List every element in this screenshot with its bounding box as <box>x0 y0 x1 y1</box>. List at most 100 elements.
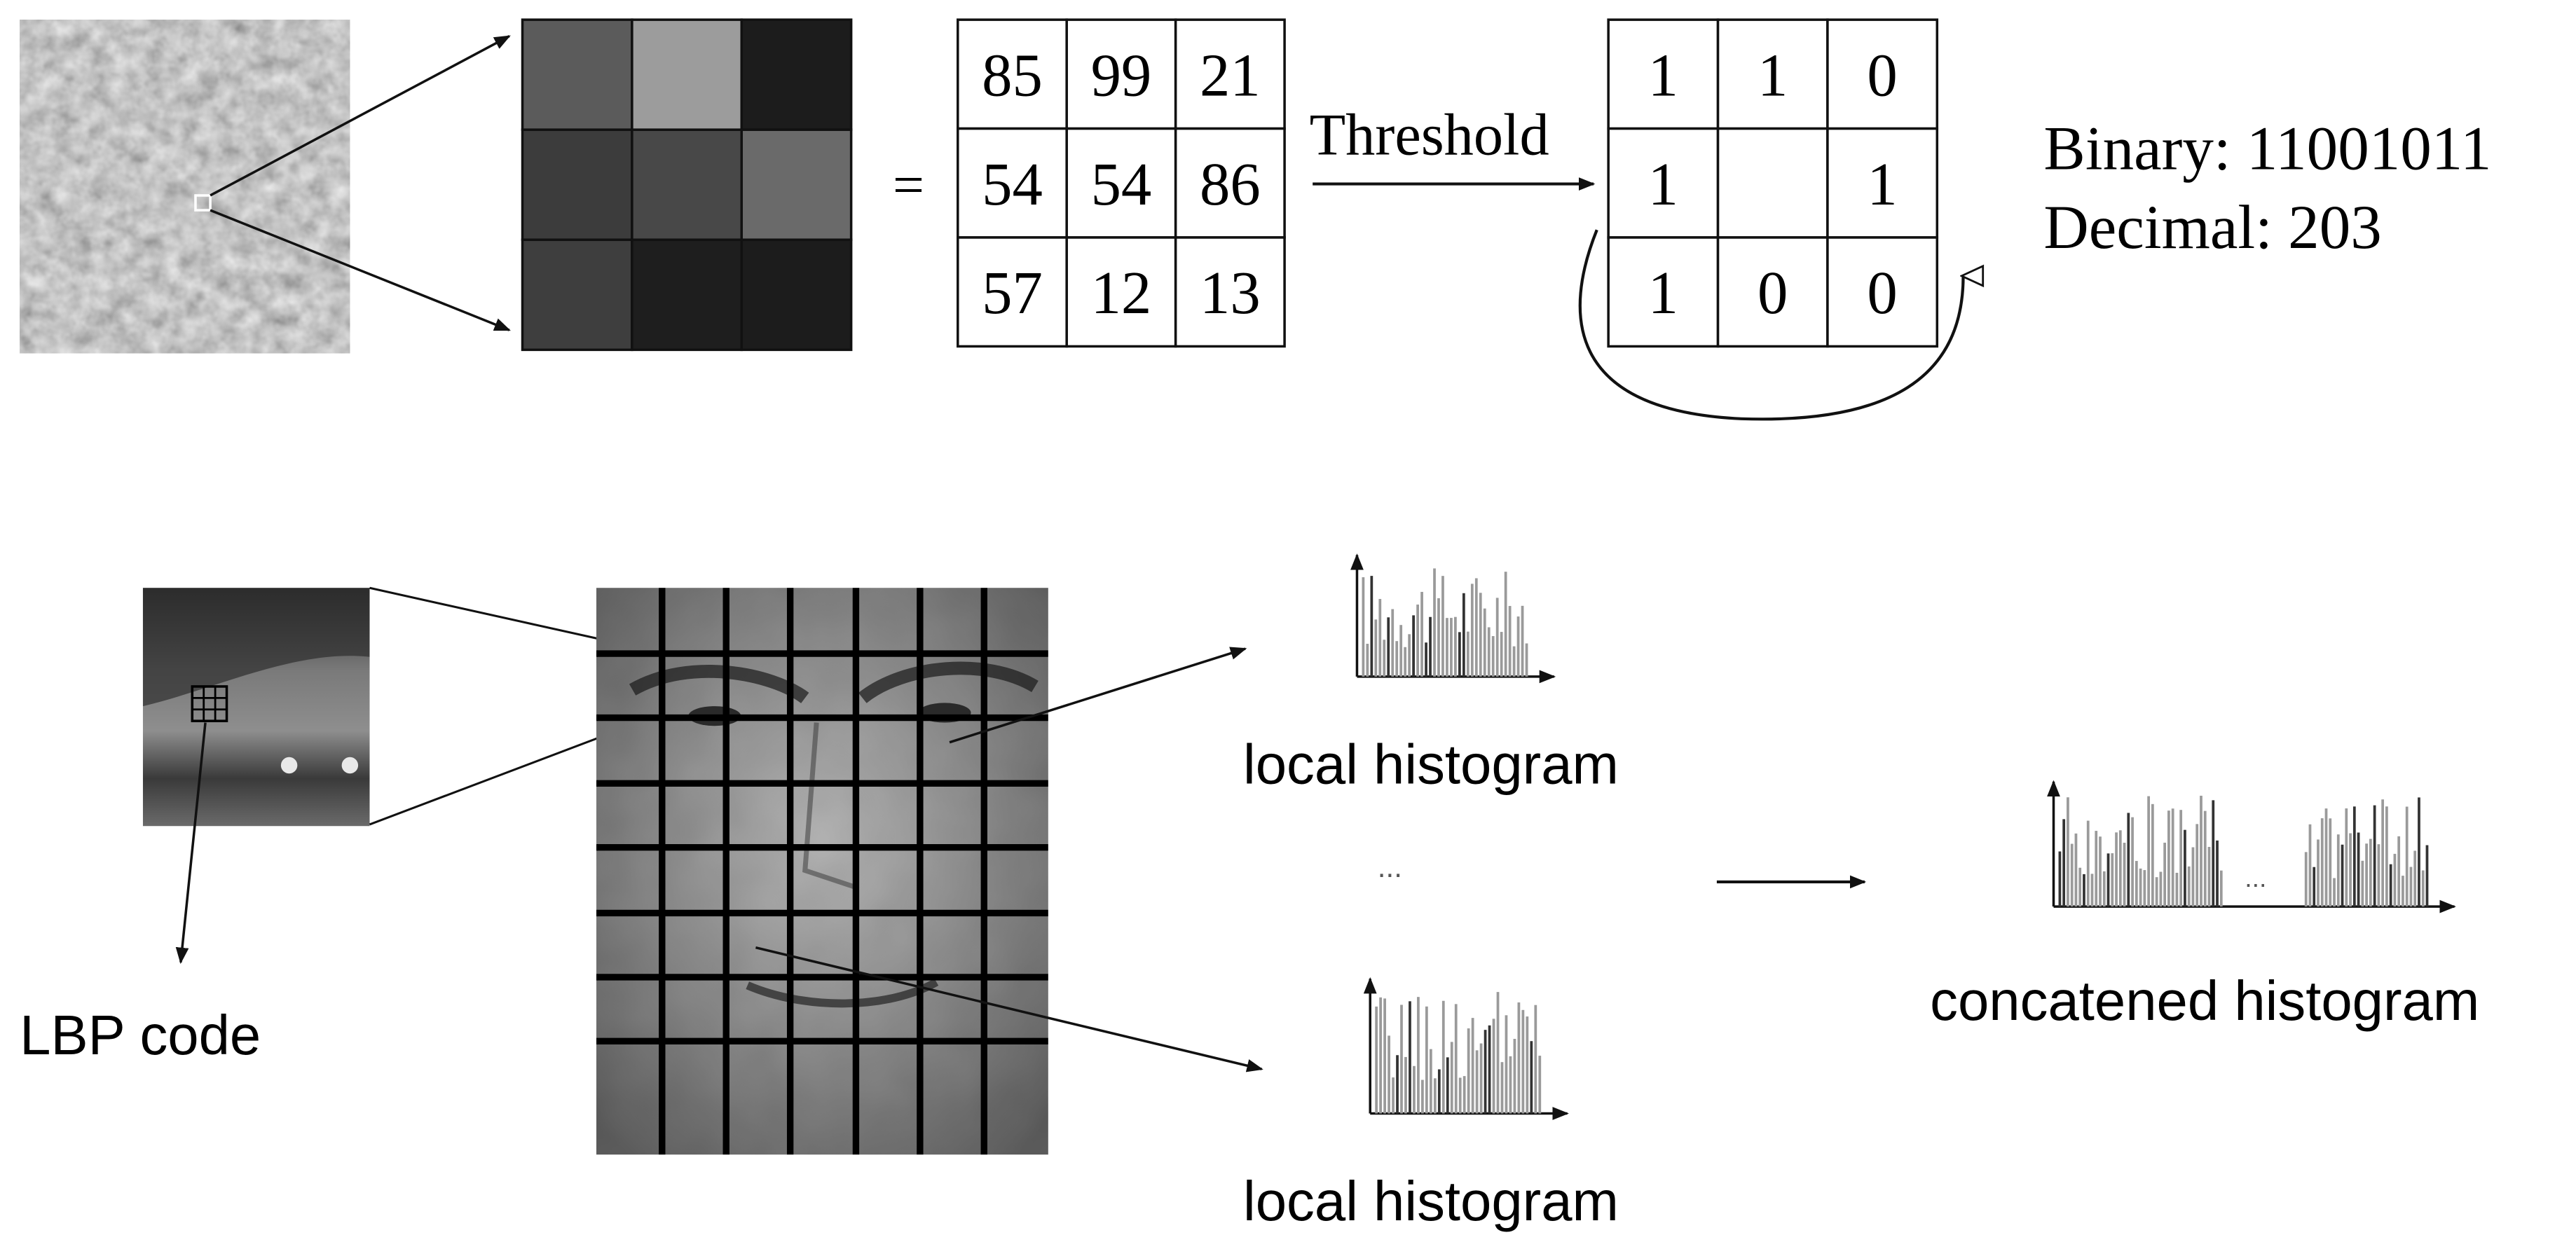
zoom-arrow-bottom <box>210 209 511 331</box>
hist-bar <box>1512 646 1516 677</box>
hist-bar <box>2131 817 2134 907</box>
hist-bar <box>1475 1050 1479 1114</box>
matrix-value: 1 <box>1648 41 1678 109</box>
hist-bar <box>2187 866 2191 907</box>
hist-bar <box>1374 619 1378 677</box>
read-order-arrow <box>1578 229 1964 421</box>
hist-bar <box>1470 584 1474 677</box>
hist-bar <box>1400 1005 1403 1114</box>
hist-bar <box>2381 799 2385 907</box>
hist-bar <box>1454 616 1457 677</box>
hist-bar <box>2409 867 2413 907</box>
matrix-value: 1 <box>1758 41 1788 109</box>
hist-bar <box>2095 831 2098 907</box>
gray-patch-cell <box>521 238 633 352</box>
hist-bar <box>1491 636 1495 677</box>
hist-bar <box>2074 833 2078 907</box>
matrix-cell: 1 <box>1607 236 1720 348</box>
hist-bar <box>2102 871 2106 907</box>
decimal-code-text: Decimal: 203 <box>2043 193 2381 262</box>
hist-bar <box>2357 832 2360 907</box>
hist-bar <box>2377 844 2380 907</box>
hist-bar <box>2106 853 2110 907</box>
hist-bar <box>1508 606 1512 677</box>
hist-bar <box>1474 578 1478 677</box>
matrix-cell: 12 <box>1065 236 1177 348</box>
region-arrow-bottom <box>755 946 1263 1072</box>
hist-bar <box>2200 795 2202 907</box>
hist-bar <box>2083 874 2085 907</box>
hist-bar <box>1416 605 1419 677</box>
matrix-value: 99 <box>1091 41 1152 109</box>
hist-bar <box>2393 853 2397 907</box>
hist-bar <box>1466 631 1469 677</box>
matrix-value: 1 <box>1867 151 1897 218</box>
hist-bar <box>2341 844 2344 907</box>
hist-bar <box>2320 818 2324 907</box>
concatenated-histogram-label: concatened histogram <box>1930 970 2479 1032</box>
hist-bar <box>1479 593 1482 677</box>
hist-bar <box>1408 634 1411 677</box>
hist-bar <box>2369 839 2372 907</box>
matrix-cell: 54 <box>957 127 1068 239</box>
hist-bar <box>2324 808 2328 907</box>
hist-bar <box>1362 577 1365 677</box>
matrix-cell: 99 <box>1065 18 1177 130</box>
hist-bar <box>2336 834 2340 907</box>
hist-bar <box>2212 800 2215 907</box>
matrix-value: 57 <box>982 259 1043 326</box>
matrix-cell: 1 <box>1716 18 1829 130</box>
hist-bar <box>2191 847 2195 907</box>
hist-bar <box>1534 1005 1537 1114</box>
hist-bar <box>1450 1042 1453 1114</box>
hist-bar <box>1500 1062 1504 1114</box>
hist-bar <box>1509 1056 1512 1114</box>
equals-sign: = <box>893 155 924 216</box>
gray-patch-cell <box>740 238 853 352</box>
hist-bar <box>1505 1015 1508 1114</box>
matrix-value: 21 <box>1200 41 1261 109</box>
hist-bar <box>1388 1035 1390 1114</box>
hist-bar <box>1420 591 1423 677</box>
matrix-value: 86 <box>1200 151 1261 218</box>
hist-bar <box>1454 1004 1458 1114</box>
hist-bar <box>2418 797 2420 907</box>
hist-bar <box>1526 1016 1529 1114</box>
gray-patch-cell <box>631 238 744 352</box>
matrix-cell: 0 <box>1826 236 1939 348</box>
hist-bar <box>2086 820 2090 907</box>
face-image <box>596 588 1048 1155</box>
hist-bar <box>2115 832 2118 907</box>
hist-bar <box>1409 1001 1411 1114</box>
hist-bar <box>1396 1055 1399 1114</box>
hist-bar <box>2216 840 2219 907</box>
local-histogram-bottom-label: local histogram <box>1243 1170 1619 1232</box>
hist-bar <box>1458 632 1461 677</box>
lbp-code-label: LBP code <box>20 1004 261 1066</box>
hist-bar <box>1392 1077 1395 1114</box>
hist-bar <box>2090 874 2094 907</box>
hist-bar <box>1488 1025 1491 1114</box>
hist-bar <box>2070 843 2074 907</box>
hist-bar <box>2058 851 2062 907</box>
hist-bar <box>1366 643 1369 677</box>
hist-bar <box>2135 861 2138 907</box>
matrix-cell: 0 <box>1826 18 1939 130</box>
local-histogram-bottom <box>1363 977 1569 1120</box>
gray-patch-cell <box>740 128 853 242</box>
hist-bar <box>1446 618 1448 677</box>
hist-bar <box>1496 992 1500 1114</box>
hist-bar <box>2067 797 2069 907</box>
hist-bar <box>2143 870 2146 907</box>
matrix-value: 0 <box>1758 259 1788 326</box>
hist-bar <box>1387 617 1390 677</box>
hist-bar <box>2179 810 2183 907</box>
hist-bar <box>2111 853 2114 907</box>
hist-bar <box>1516 616 1520 677</box>
matrix-cell: 57 <box>957 236 1068 348</box>
matrix-cell: 0 <box>1716 236 1829 348</box>
matrix-value: 54 <box>1091 151 1152 218</box>
hist-bar <box>1425 1006 1428 1114</box>
hist-bar <box>1484 1030 1487 1114</box>
